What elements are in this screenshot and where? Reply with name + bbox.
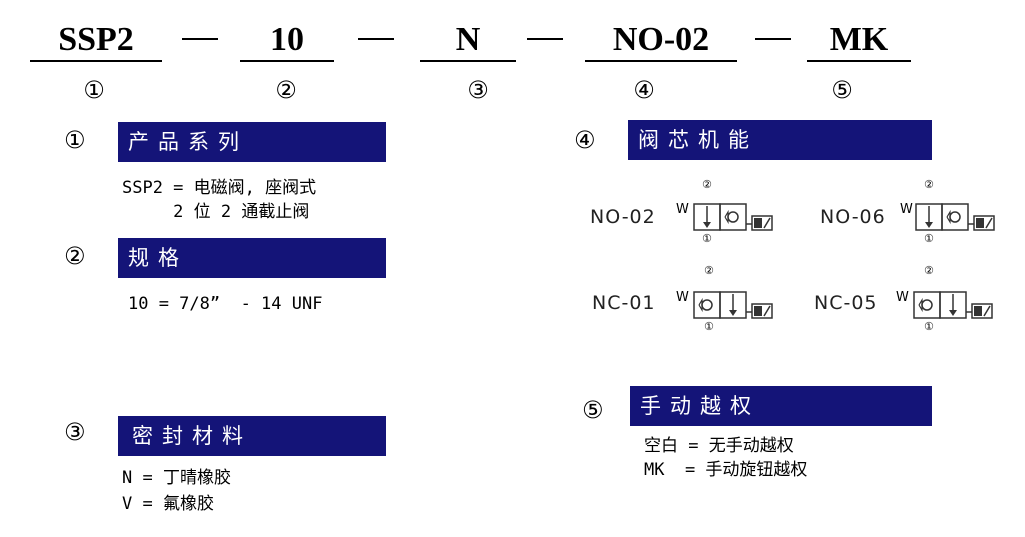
section-1-header: 产品系列 bbox=[118, 122, 386, 162]
section-3-header: 密封材料 bbox=[118, 416, 386, 456]
section-1-number: ① bbox=[64, 126, 86, 154]
valve-label-no-06: NO-06 bbox=[820, 206, 886, 228]
code-marker-2: ② bbox=[275, 76, 297, 104]
code-segment-override: MK bbox=[807, 20, 911, 62]
valve-symbol-nc-01: ② W ① bbox=[676, 264, 796, 338]
port-label-top: ② bbox=[924, 264, 934, 277]
section-1-line-2: 2 位 2 通截止阀 bbox=[122, 202, 310, 222]
section-3-number: ③ bbox=[64, 418, 86, 446]
valve-symbol-no-02: ② W ① bbox=[672, 178, 792, 248]
valve-symbol-no-06: ② W ① bbox=[898, 178, 1018, 248]
section-5-line-1: 空白 = 无手动越权 bbox=[644, 436, 794, 456]
section-3-line-2: V = 氟橡胶 bbox=[122, 494, 214, 514]
section-5-line-2: MK = 手动旋钮越权 bbox=[644, 460, 808, 480]
code-marker-3: ③ bbox=[467, 76, 489, 104]
port-label-top: ② bbox=[702, 178, 712, 191]
port-label-top: ② bbox=[704, 264, 714, 277]
code-dash bbox=[182, 38, 218, 40]
valve-no-06-icon bbox=[915, 203, 995, 231]
section-1-line-1: SSP2 = 电磁阀, 座阀式 bbox=[122, 178, 317, 198]
spring-label: W bbox=[676, 290, 689, 305]
valve-label-nc-01: NC-01 bbox=[592, 292, 656, 314]
section-2-header: 规格 bbox=[118, 238, 386, 278]
code-marker-1: ① bbox=[83, 76, 105, 104]
code-segment-series: SSP2 bbox=[30, 20, 162, 62]
valve-nc-01-icon bbox=[693, 291, 773, 319]
section-4-number: ④ bbox=[574, 126, 596, 154]
port-label-bottom: ① bbox=[924, 320, 934, 333]
port-label-bottom: ① bbox=[704, 320, 714, 333]
code-segment-size: 10 bbox=[240, 20, 334, 62]
code-segment-function: NO-02 bbox=[585, 20, 737, 62]
code-marker-4: ④ bbox=[633, 76, 655, 104]
spring-label: W bbox=[900, 202, 913, 217]
section-4-header: 阀芯机能 bbox=[628, 120, 932, 160]
valve-no-02-icon bbox=[693, 203, 773, 231]
section-5-header: 手动越权 bbox=[630, 386, 932, 426]
port-label-bottom: ① bbox=[702, 232, 712, 245]
code-marker-5: ⑤ bbox=[831, 76, 853, 104]
section-3-line-1: N = 丁晴橡胶 bbox=[122, 468, 231, 488]
spring-label: W bbox=[896, 290, 909, 305]
valve-label-nc-05: NC-05 bbox=[814, 292, 878, 314]
code-dash bbox=[527, 38, 563, 40]
code-segment-seal: N bbox=[420, 20, 516, 62]
section-5-number: ⑤ bbox=[582, 396, 604, 424]
port-label-bottom: ① bbox=[924, 232, 934, 245]
section-2-line-1: 10 = 7/8” - 14 UNF bbox=[128, 294, 323, 314]
valve-label-no-02: NO-02 bbox=[590, 206, 656, 228]
valve-nc-05-icon bbox=[913, 291, 993, 319]
code-dash bbox=[358, 38, 394, 40]
code-dash bbox=[755, 38, 791, 40]
valve-symbol-nc-05: ② W ① bbox=[896, 264, 1016, 338]
spring-label: W bbox=[676, 202, 689, 217]
section-2-number: ② bbox=[64, 242, 86, 270]
port-label-top: ② bbox=[924, 178, 934, 191]
